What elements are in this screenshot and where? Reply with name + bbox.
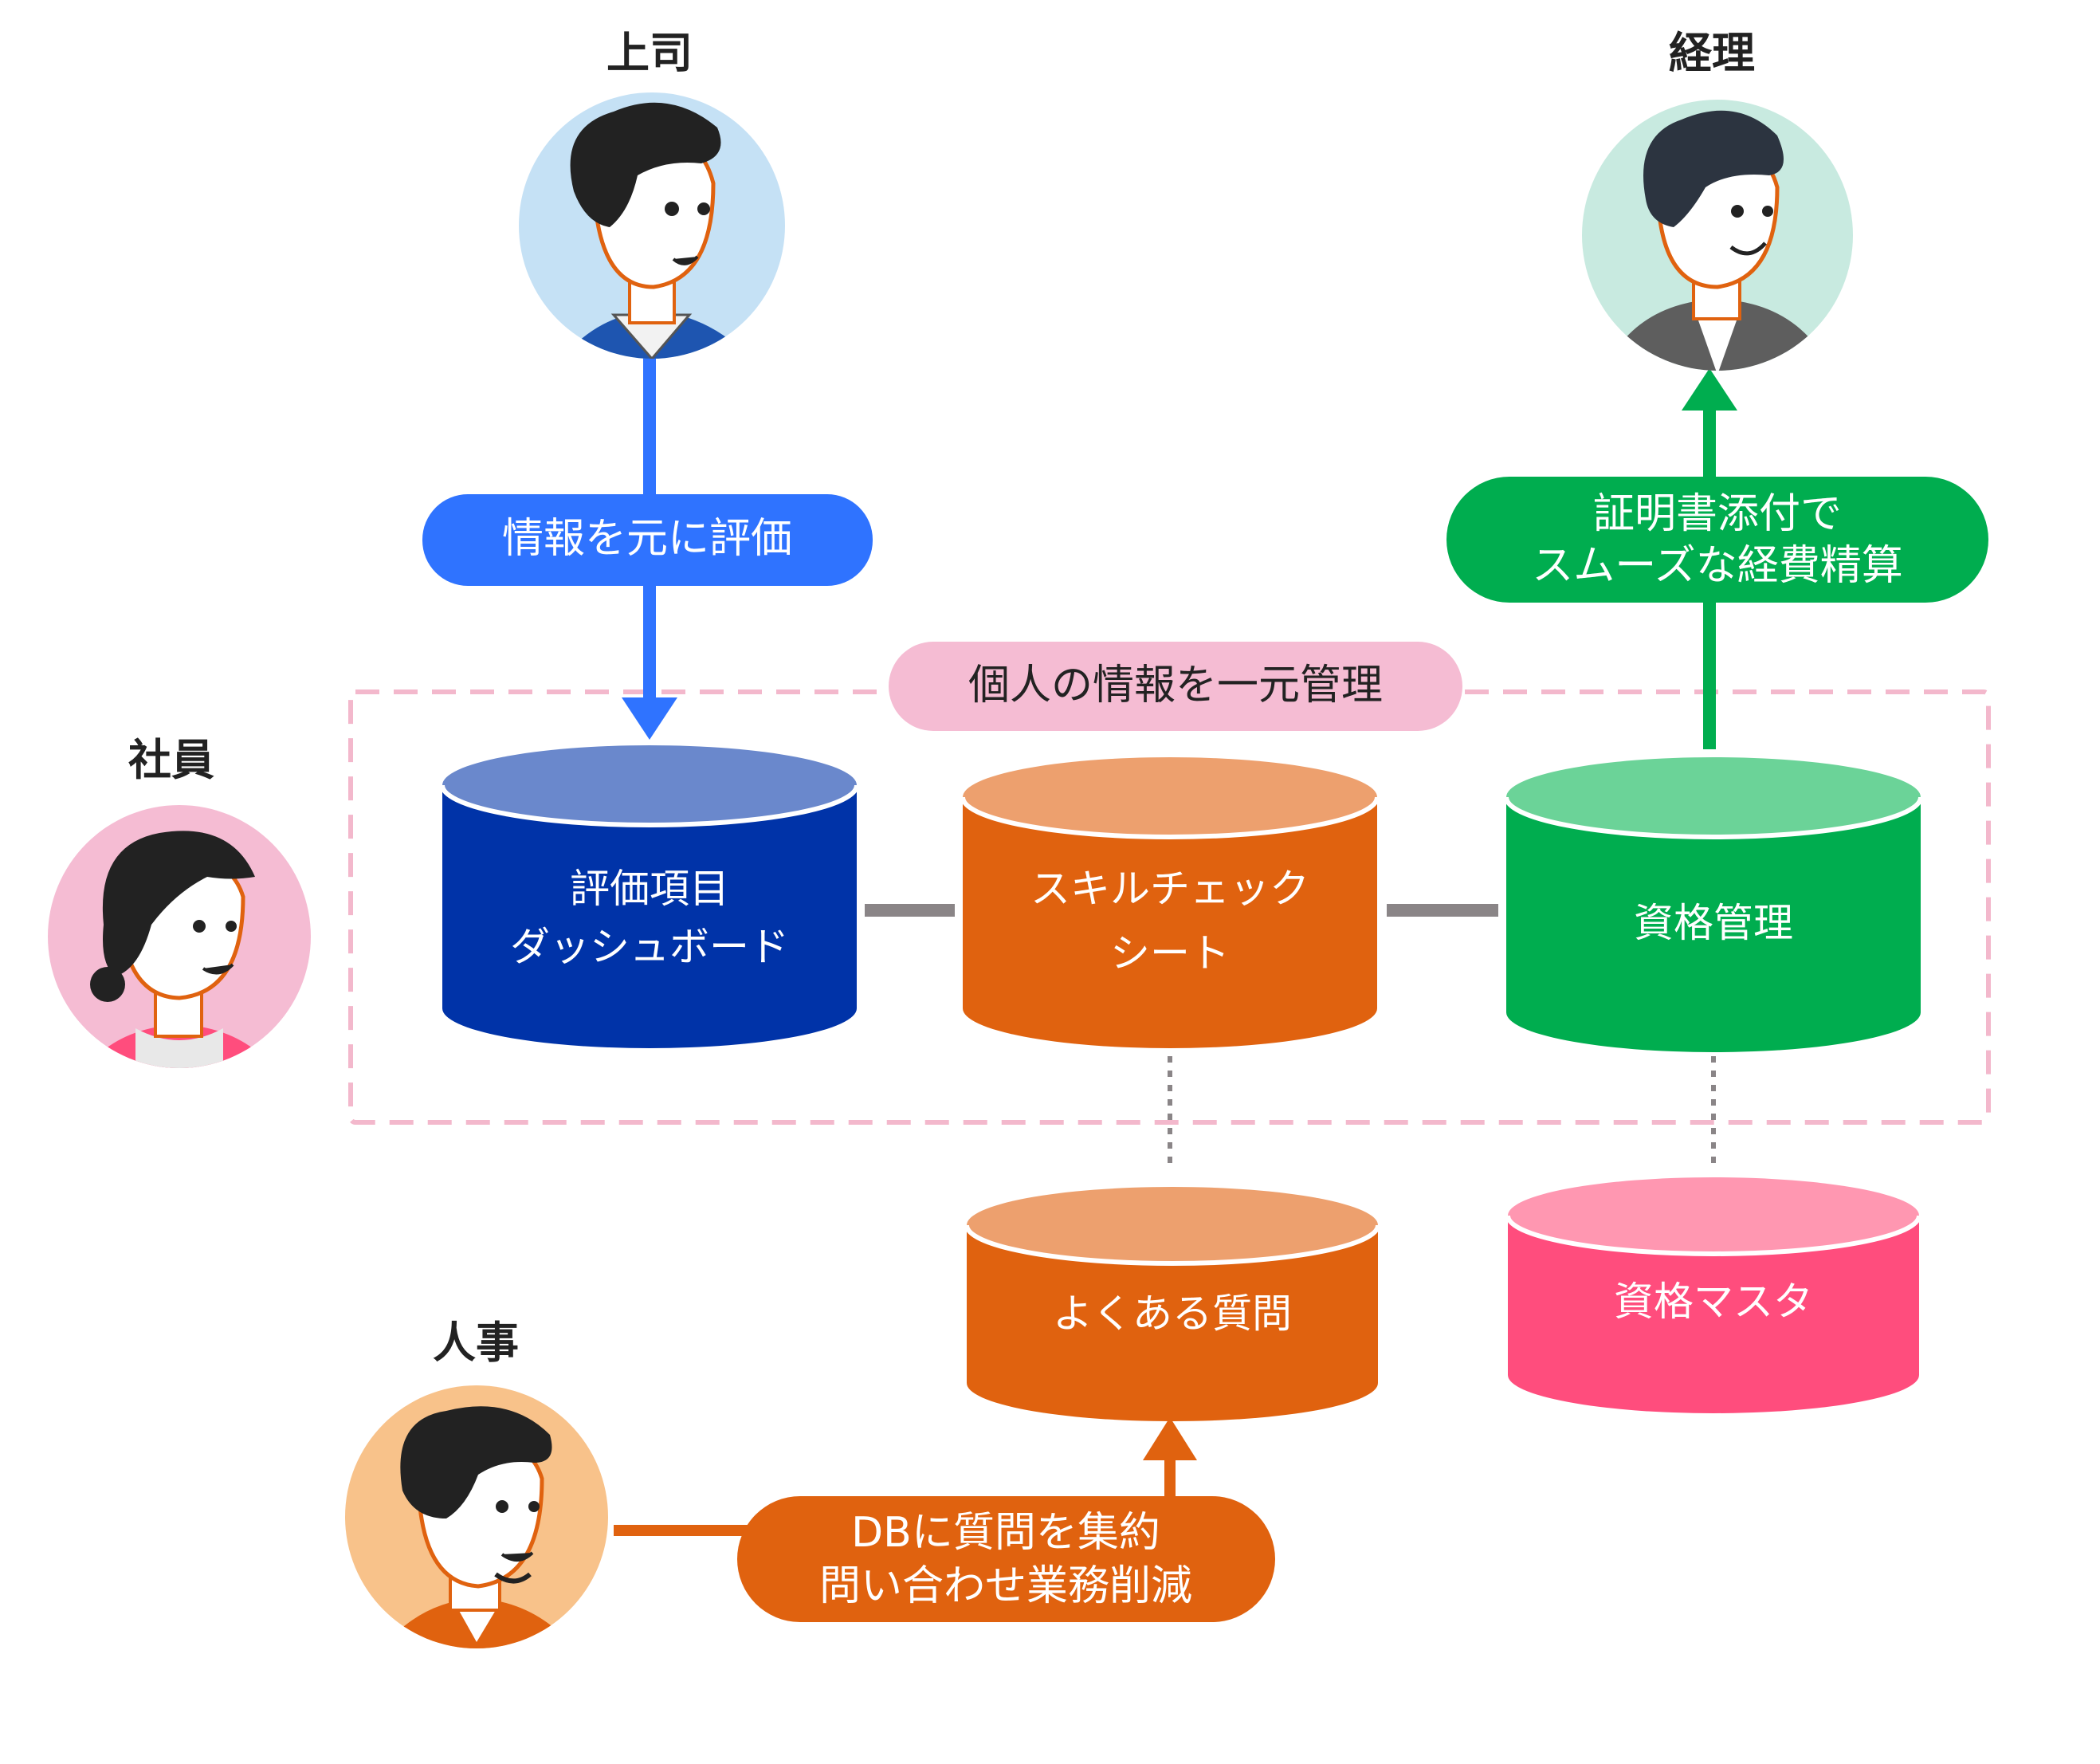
db-skill-line1: スキルチェック xyxy=(1030,866,1309,912)
pill-faq-line2: 問い合わせ業務削減 xyxy=(819,1562,1192,1610)
pill-evaluate-text: 情報を元に評価 xyxy=(502,515,792,563)
hr-to-faq-arrow-head xyxy=(1143,1417,1197,1460)
pill-evaluate: 情報を元に評価 xyxy=(422,494,873,586)
db-qualification: 資格管理 xyxy=(1504,757,1923,1052)
pill-faq: DBに質問を集約 問い合わせ業務削減 xyxy=(737,1496,1275,1622)
db-skill-line2: シート xyxy=(1110,930,1230,976)
person-boss-label: 上司 xyxy=(606,28,693,78)
pill-central-text: 個人の情報を一元管理 xyxy=(968,662,1383,709)
qualification-to-accounting-arrow-head xyxy=(1682,368,1737,411)
db-faq-line1: よくある質問 xyxy=(1053,1291,1292,1337)
db-faq: よくある質問 xyxy=(964,1187,1380,1421)
pill-expense: 証明書添付で スムーズな経費精算 xyxy=(1446,477,1988,603)
db-evaluation: 評価項目 ダッシュボード xyxy=(440,745,859,1048)
db-qualification-line1: 資格管理 xyxy=(1634,900,1793,946)
pill-expense-line1: 証明書添付で xyxy=(1593,490,1842,538)
boss-avatar xyxy=(519,92,785,359)
pill-expense-line2: スムーズな経費精算 xyxy=(1532,542,1902,590)
person-hr-label: 人事 xyxy=(433,1318,519,1368)
pill-central: 個人の情報を一元管理 xyxy=(889,642,1462,731)
person-employee: 社員 xyxy=(48,735,311,1068)
person-hr: 人事 xyxy=(345,1318,608,1648)
pill-faq-line1: DBに質問を集約 xyxy=(851,1509,1160,1557)
db-master: 資格マスタ xyxy=(1505,1177,1921,1413)
person-accounting-label: 経理 xyxy=(1669,28,1755,78)
db-evaluation-line2: ダッシュボード xyxy=(510,924,789,970)
accounting-avatar xyxy=(1582,100,1853,371)
person-accounting: 経理 xyxy=(1582,28,1853,371)
db-evaluation-line1: 評価項目 xyxy=(570,866,729,912)
person-boss: 上司 xyxy=(519,28,785,359)
boss-to-evaluation-arrow-head xyxy=(622,697,677,740)
db-master-line1: 資格マスタ xyxy=(1614,1279,1813,1325)
employee-avatar xyxy=(48,805,311,1068)
hr-avatar xyxy=(345,1385,608,1648)
person-employee-label: 社員 xyxy=(128,735,214,785)
db-skill: スキルチェック シート xyxy=(960,757,1380,1048)
